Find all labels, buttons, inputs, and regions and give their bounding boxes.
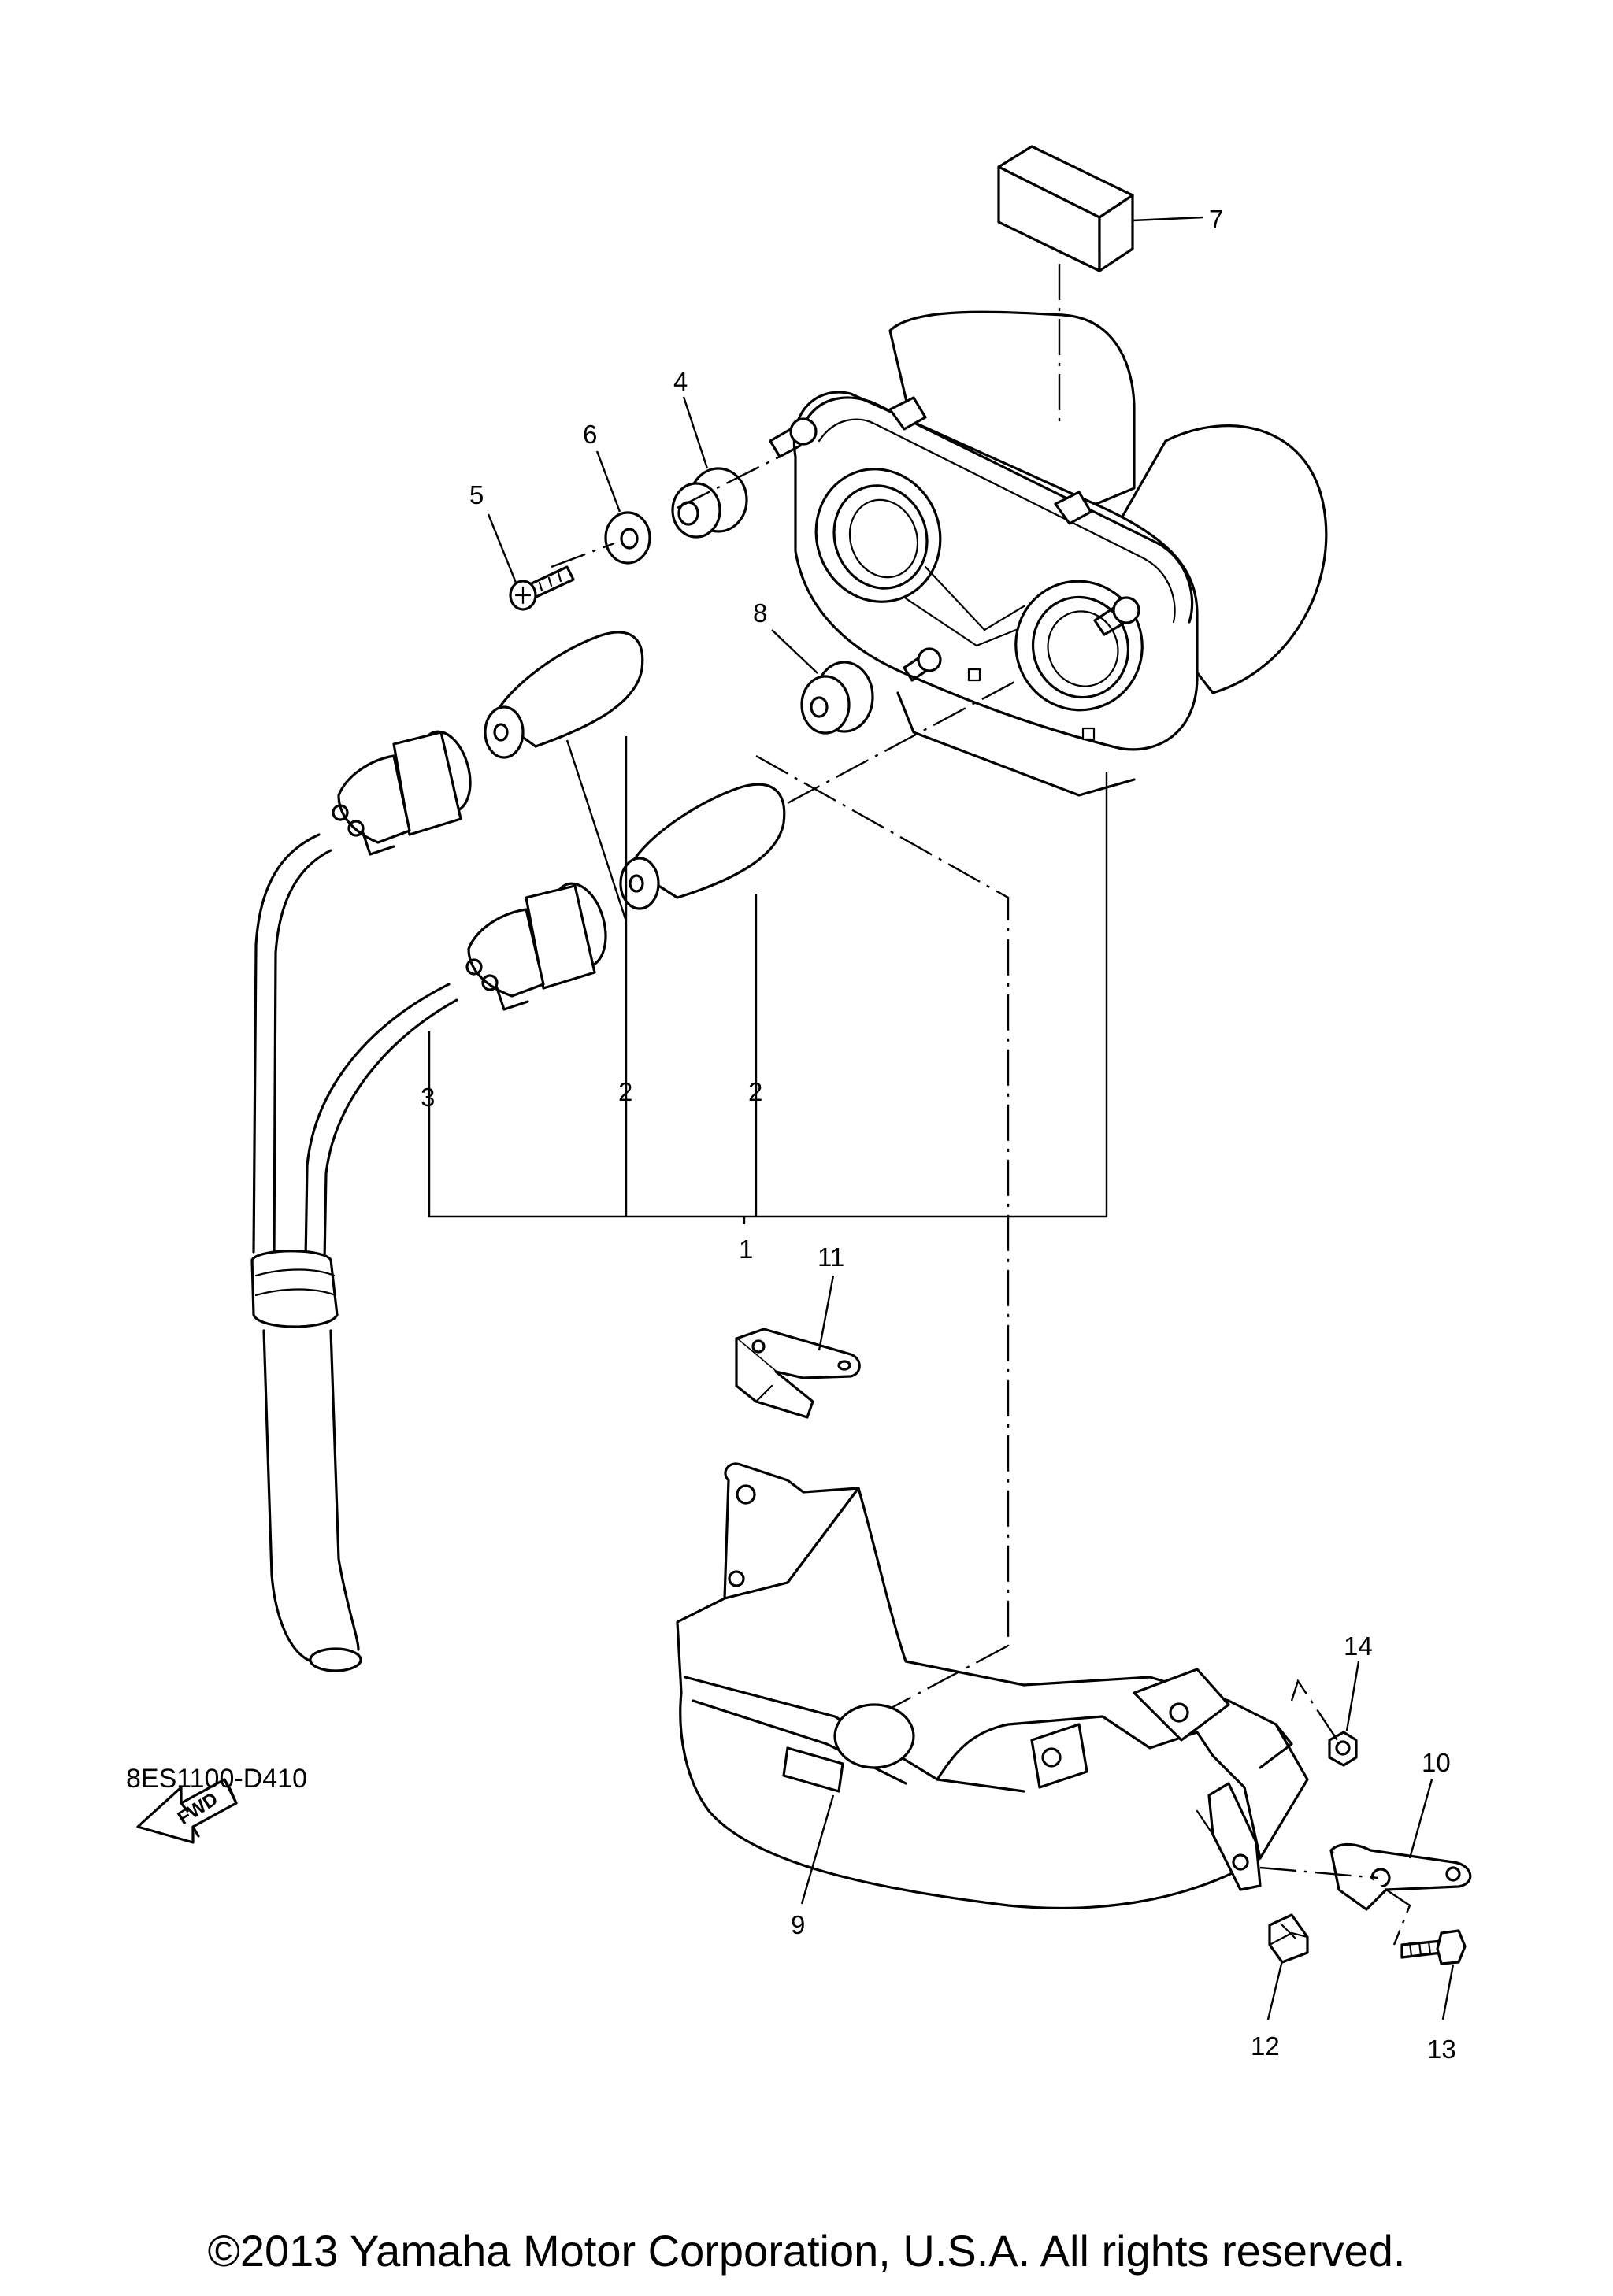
callout-10: 10 (1422, 1748, 1451, 1777)
part-10-bracket (1329, 1842, 1472, 1911)
bulb-lower (619, 783, 786, 910)
bulb-upper (484, 631, 644, 759)
socket-upper (332, 730, 472, 856)
part-9-cover (676, 1462, 1309, 1909)
callout-2-left: 2 (618, 1077, 632, 1106)
callout-labels: 1 2 2 3 4 5 6 7 8 9 10 11 12 13 14 (421, 205, 1456, 2064)
callout-8: 8 (753, 598, 767, 628)
part-6-washer (604, 511, 651, 565)
callout-1: 1 (739, 1235, 753, 1264)
part-11-bracket (735, 1328, 861, 1419)
assembly-lines (551, 264, 1411, 1946)
callout-9: 9 (791, 1910, 805, 1939)
callout-6: 6 (583, 420, 597, 449)
socket-lower (465, 882, 607, 1011)
part-12-clip (1268, 1913, 1309, 1964)
part-13-bolt (1400, 1929, 1467, 1965)
callout-14: 14 (1344, 1631, 1373, 1661)
part-14-nut (1328, 1731, 1358, 1767)
part-4-grommet (671, 467, 748, 539)
callout-2-right: 2 (748, 1077, 762, 1106)
leader-lines (428, 216, 1455, 2020)
part-8-grommet (800, 661, 874, 735)
callout-12: 12 (1251, 2031, 1280, 2061)
part-5-screw (509, 565, 575, 611)
callout-5: 5 (469, 480, 484, 509)
callout-13: 13 (1427, 2035, 1456, 2064)
part-7-pad (997, 145, 1134, 272)
callout-4: 4 (673, 367, 688, 396)
callout-11: 11 (818, 1242, 844, 1272)
diagram-code: 8ES1100-D410 (126, 1764, 307, 1794)
callout-3: 3 (421, 1083, 435, 1112)
headlight-housing (769, 310, 1328, 797)
callout-7: 7 (1209, 205, 1223, 234)
cover-mount-tab (1196, 1782, 1262, 1891)
copyright-notice: ©2013 Yamaha Motor Corporation, U.S.A. A… (207, 2226, 1406, 2276)
wire-harness (250, 833, 458, 1672)
